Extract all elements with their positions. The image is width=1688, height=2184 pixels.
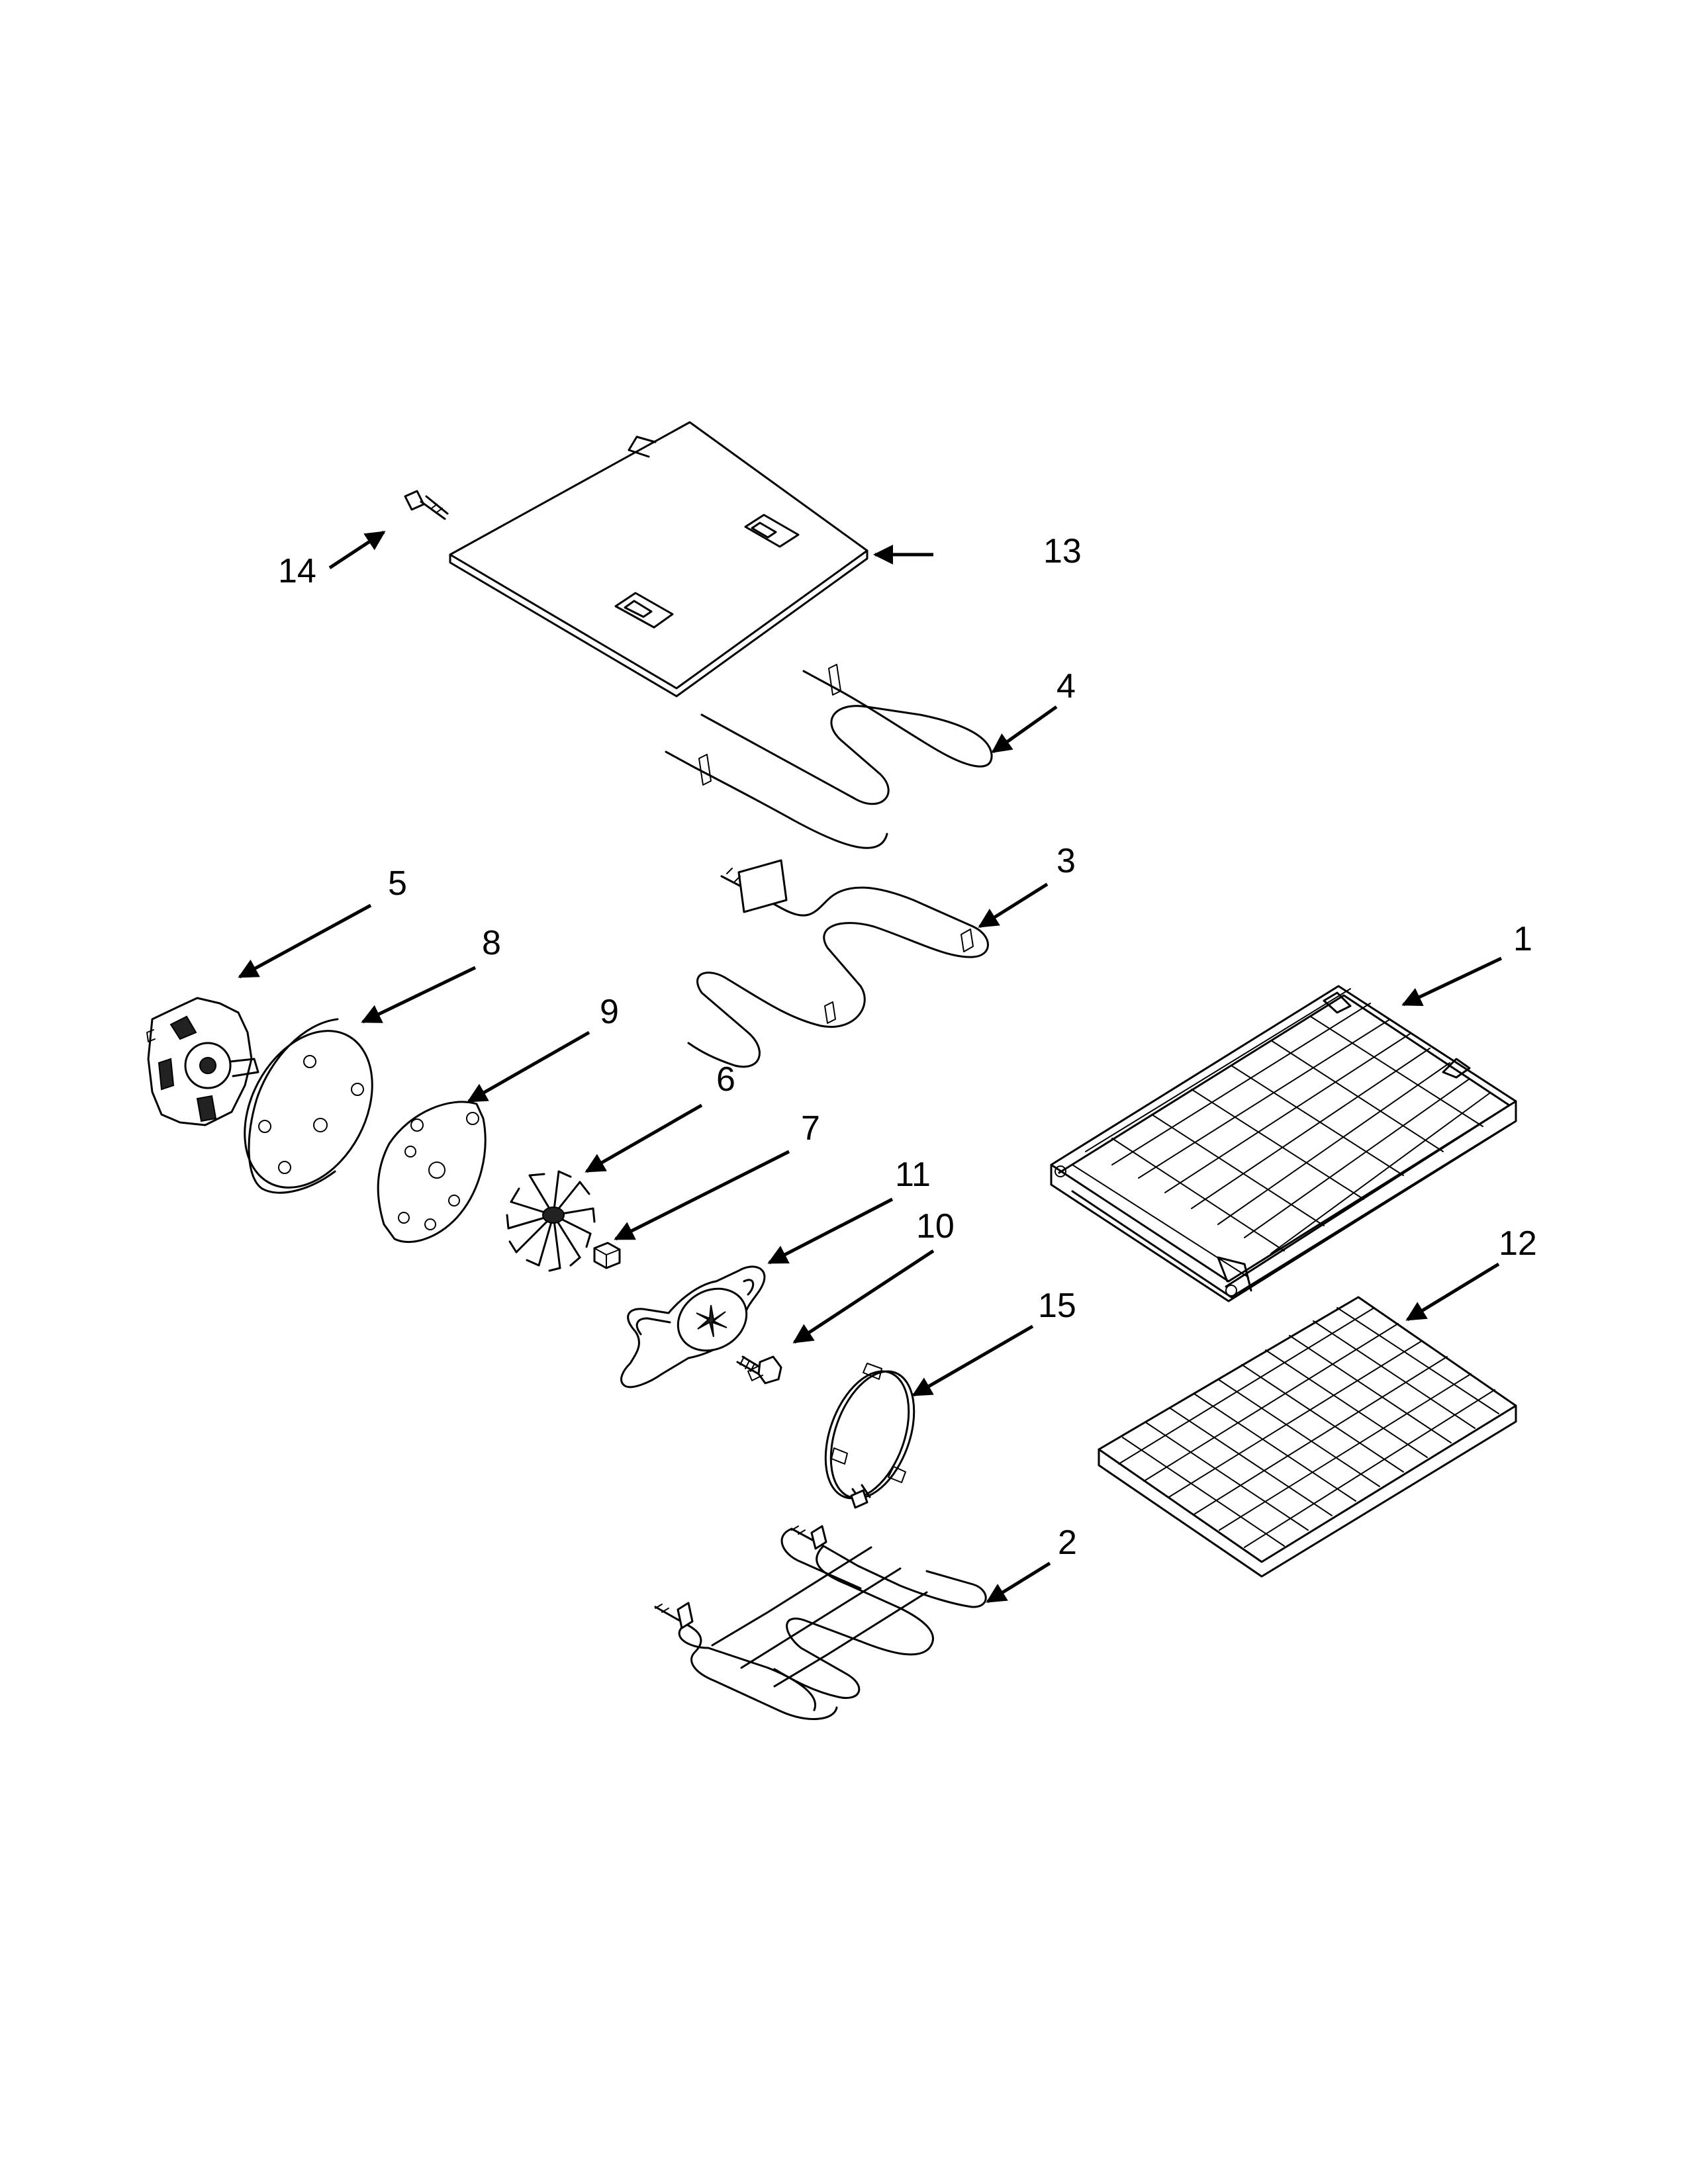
callout-5: 5	[388, 864, 407, 903]
part-4-broil-element-upper[interactable]	[665, 664, 993, 849]
part-10-screw[interactable]	[736, 1355, 782, 1385]
callout-4: 4	[1056, 667, 1076, 705]
leader-4	[991, 705, 1058, 754]
leader-arrows	[238, 530, 1503, 1604]
leader-2	[986, 1561, 1051, 1604]
leader-15	[912, 1324, 1034, 1397]
callout-3: 3	[1056, 842, 1076, 880]
callout-labels: 13 14 4 3 1 12 5 8 9 6 7 11 10 15 2	[278, 532, 1537, 1562]
part-2-bake-element[interactable]	[654, 1525, 987, 1720]
part-7-fan-nut[interactable]	[593, 1242, 621, 1269]
part-3-broil-element-lower[interactable]	[687, 859, 989, 1068]
leader-11	[767, 1197, 894, 1265]
leader-6	[585, 1103, 703, 1173]
part-11-fan-bracket[interactable]	[620, 1265, 766, 1388]
callout-15: 15	[1038, 1287, 1076, 1325]
callout-2: 2	[1058, 1524, 1077, 1562]
callout-10: 10	[916, 1207, 955, 1246]
part-6-fan-blade[interactable]	[506, 1170, 596, 1272]
callout-6: 6	[716, 1060, 735, 1099]
callout-12: 12	[1499, 1224, 1537, 1263]
leader-14	[328, 530, 386, 570]
callout-14: 14	[278, 552, 316, 590]
part-1-oven-rack-sliding[interactable]	[1050, 985, 1517, 1302]
leader-1	[1401, 956, 1503, 1007]
callout-7: 7	[801, 1109, 820, 1148]
part-13-heat-shield-panel[interactable]	[449, 421, 868, 698]
part-8-insulation-pad[interactable]	[219, 1009, 398, 1209]
leader-5	[238, 903, 372, 979]
callout-8: 8	[482, 924, 501, 962]
leader-8	[361, 966, 477, 1024]
part-5-convection-fan-motor[interactable]	[146, 997, 259, 1126]
leader-12	[1405, 1262, 1500, 1322]
leader-3	[978, 882, 1049, 929]
callout-9: 9	[600, 993, 619, 1031]
part-9-motor-mounting-plate[interactable]	[377, 1101, 487, 1244]
callout-13: 13	[1043, 532, 1082, 570]
callout-1: 1	[1513, 920, 1532, 958]
part-14-panel-screw[interactable]	[404, 490, 449, 520]
part-12-oven-rack-flat[interactable]	[1098, 1296, 1517, 1578]
leader-9	[467, 1030, 590, 1103]
leader-7	[614, 1150, 790, 1241]
leader-10	[792, 1249, 935, 1344]
callout-11: 11	[895, 1156, 931, 1194]
part-15-convection-element-ring[interactable]	[810, 1360, 930, 1510]
